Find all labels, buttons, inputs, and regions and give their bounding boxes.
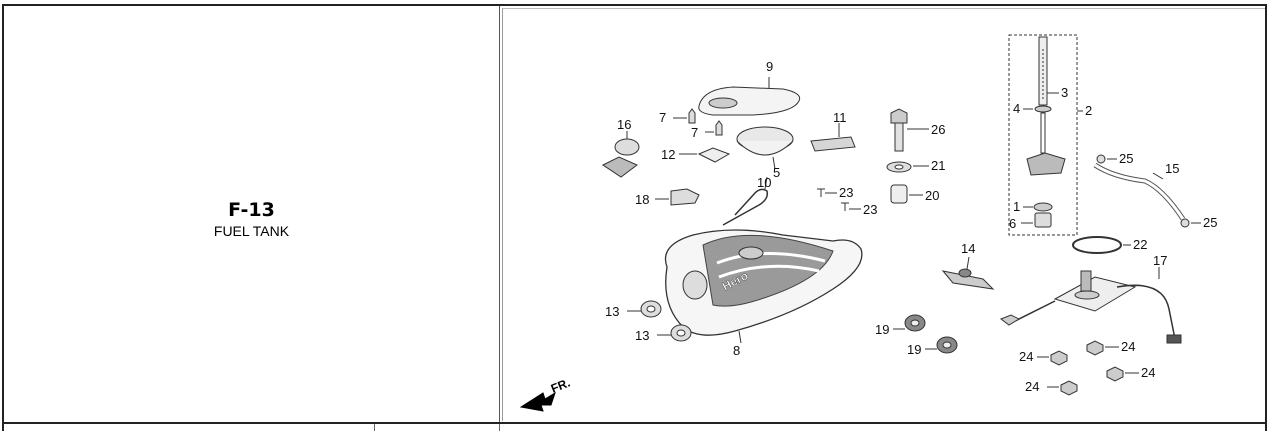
part-18-bracket <box>655 188 700 206</box>
exploded-diagram: 9 7 7 16 12 5 11 26 21 20 23 23 10 18 8 … <box>502 8 1265 421</box>
part-label-p13b: 13 <box>635 328 649 343</box>
table-next-row <box>2 424 1267 431</box>
part-labels: 9 7 7 16 12 5 11 26 21 20 23 23 10 18 8 … <box>605 59 1217 394</box>
part-label-p17: 17 <box>1153 253 1167 268</box>
part-label-p19b: 19 <box>907 342 921 357</box>
part-23-screws <box>817 188 861 211</box>
part-8-fuel-tank <box>664 229 863 344</box>
part-label-p21: 21 <box>931 158 945 173</box>
section-title: FUEL TANK <box>213 223 290 239</box>
part-label-p16: 16 <box>617 117 631 132</box>
row-cell-2 <box>375 424 500 431</box>
part-14-plate <box>941 256 995 290</box>
part-label-p24c: 24 <box>1141 365 1155 380</box>
part-11-mesh <box>810 123 856 152</box>
part-label-p26: 26 <box>931 122 945 137</box>
part-20-collar <box>890 184 923 204</box>
part-label-p18: 18 <box>635 192 649 207</box>
part-label-p1: 1 <box>1013 199 1020 214</box>
part-label-p20: 20 <box>925 188 939 203</box>
part-label-p25a: 25 <box>1119 151 1133 166</box>
part-label-p3: 3 <box>1061 85 1068 100</box>
part-label-p25b: 25 <box>1203 215 1217 230</box>
part-7-bolts <box>673 108 723 136</box>
part-label-p4: 4 <box>1013 101 1020 116</box>
part-12-gasket <box>679 147 731 163</box>
part-19-grommets <box>893 314 958 354</box>
part-label-p10: 10 <box>757 175 771 190</box>
part-9-cover <box>698 77 801 116</box>
part-label-p13a: 13 <box>605 304 619 319</box>
part-10-clip <box>722 176 769 226</box>
row-cell-1 <box>4 424 375 431</box>
part-label-p11: 11 <box>833 110 847 125</box>
part-5-cap <box>736 126 794 170</box>
part-2-fuel-cock <box>1008 34 1083 236</box>
part-label-p9: 9 <box>766 59 773 74</box>
part-17-fuel-sender <box>999 267 1182 344</box>
fuel-tank-diagram: 9 7 7 16 12 5 11 26 21 20 23 23 10 18 8 … <box>519 34 1217 412</box>
part-label-p19a: 19 <box>875 322 889 337</box>
part-label-p24a: 24 <box>1019 349 1033 364</box>
part-label-p22: 22 <box>1133 237 1147 252</box>
part-13-grommets <box>627 300 692 342</box>
part-label-p24b: 24 <box>1121 339 1135 354</box>
front-direction-arrow <box>519 391 556 412</box>
part-label-p5: 5 <box>773 165 780 180</box>
part-16-lock <box>602 131 640 178</box>
part-label-p23b: 23 <box>863 202 877 217</box>
part-label-p8: 8 <box>733 343 740 358</box>
part-22-oring <box>1072 236 1131 254</box>
part-label-p6: 6 <box>1009 216 1016 231</box>
part-label-p7b: 7 <box>691 125 698 140</box>
front-direction-label: FR. <box>549 376 572 396</box>
section-cell: F-13 FUEL TANK <box>4 6 500 422</box>
part-label-p2: 2 <box>1085 103 1092 118</box>
part-24-nuts <box>1037 340 1139 396</box>
part-label-p7a: 7 <box>659 110 666 125</box>
part-label-p14: 14 <box>961 241 975 256</box>
part-26-bolt <box>890 108 929 152</box>
part-label-p24d: 24 <box>1025 379 1039 394</box>
part-label-p23a: 23 <box>839 185 853 200</box>
part-label-p12: 12 <box>661 147 675 162</box>
section-code: F-13 <box>228 199 275 221</box>
part-21-washer <box>886 161 929 173</box>
part-15-hose <box>1093 154 1201 228</box>
parts-frame: F-13 FUEL TANK <box>2 4 1267 424</box>
part-label-p15: 15 <box>1165 161 1179 176</box>
